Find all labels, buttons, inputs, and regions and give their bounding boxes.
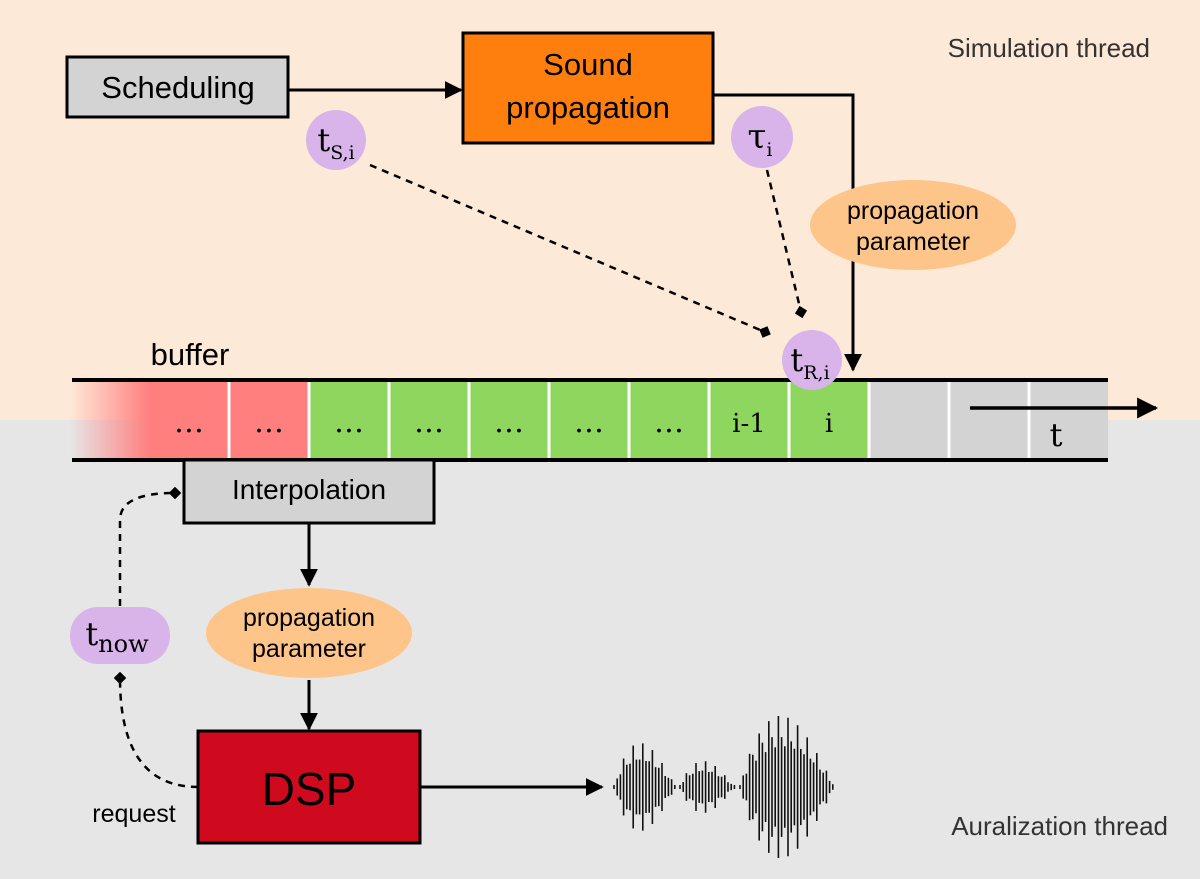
t-r-i-tag: tR,i <box>782 330 842 390</box>
tau-i-base: τ <box>748 117 767 157</box>
propagation-to-buffer-arrow <box>713 93 862 372</box>
buffer-cell-label: … <box>334 405 364 440</box>
aur-param-line1: propagation <box>243 604 375 632</box>
buffer-cell <box>790 380 868 460</box>
request-to-tnow-link <box>113 671 199 789</box>
scheduling-node: Scheduling <box>65 55 290 119</box>
buffer-cell <box>150 380 228 460</box>
t-s-i-tag: tS,i <box>306 110 366 170</box>
svg-text:tR,i: tR,i <box>790 341 829 384</box>
auralization-propagation-parameter: propagation parameter <box>206 588 412 678</box>
aur-param-line2: parameter <box>252 635 366 663</box>
t-now-sub: now <box>98 630 149 658</box>
svg-text:tS,i: tS,i <box>317 121 354 164</box>
buffer-cell-label: i <box>825 409 833 439</box>
time-axis-label: t <box>1050 416 1063 454</box>
dsp-label: DSP <box>262 763 357 815</box>
tau-i-tag: τi <box>731 106 793 168</box>
buffer-cell <box>710 380 788 460</box>
simulation-propagation-parameter: propagation parameter <box>810 180 1016 270</box>
t-r-i-base: t <box>790 341 803 379</box>
auralization-thread-label: Auralization thread <box>951 811 1168 841</box>
ts-to-tr-link <box>369 163 771 338</box>
buffer-cell <box>870 380 948 460</box>
buffer-cells: … … … … … … … i-1 i <box>150 380 1108 460</box>
buffer-cell <box>630 380 708 460</box>
dsp-node: DSP <box>196 729 422 845</box>
sound-propagation-node: Sound propagation <box>461 31 715 145</box>
buffer-cell <box>390 380 468 460</box>
svg-text:tnow: tnow <box>85 615 149 658</box>
sound-propagation-line2: propagation <box>506 90 670 125</box>
buffer-label: buffer <box>151 337 230 372</box>
buffer-cell-label: … <box>654 405 684 440</box>
t-now-tag: tnow <box>70 607 170 664</box>
t-r-i-sub: R,i <box>803 362 829 384</box>
buffer-cell <box>550 380 628 460</box>
buffer-cell <box>1030 380 1108 460</box>
tnow-to-interpolation-link <box>118 486 182 606</box>
buffer-cell <box>310 380 388 460</box>
buffer-cell-label: … <box>414 405 444 440</box>
simulation-thread-label: Simulation thread <box>948 33 1150 63</box>
t-s-i-base: t <box>317 121 330 159</box>
buffer-cell-label: … <box>174 405 204 440</box>
buffer-cell <box>230 380 308 460</box>
sim-param-line2: parameter <box>856 228 970 256</box>
buffer-cell-label: … <box>574 405 604 440</box>
interpolation-node: Interpolation <box>182 458 436 525</box>
output-waveform <box>613 716 834 858</box>
scheduling-label: Scheduling <box>101 70 254 105</box>
sim-param-line1: propagation <box>847 197 979 225</box>
buffer-cell-label: i-1 <box>732 409 766 439</box>
request-label: request <box>92 800 175 828</box>
tau-to-tr-link <box>765 169 808 319</box>
buffer-cell <box>470 380 548 460</box>
buffer-past-fade <box>70 380 150 460</box>
interpolation-label: Interpolation <box>232 474 386 505</box>
buffer-cell <box>950 380 1028 460</box>
tau-i-sub: i <box>766 139 772 161</box>
buffer-cell-label: … <box>494 405 524 440</box>
t-s-i-sub: S,i <box>330 142 354 164</box>
svg-text:τi: τi <box>748 117 773 161</box>
t-now-base: t <box>85 615 98 653</box>
buffer-cell-label: … <box>254 405 284 440</box>
sound-propagation-line1: Sound <box>543 47 633 82</box>
